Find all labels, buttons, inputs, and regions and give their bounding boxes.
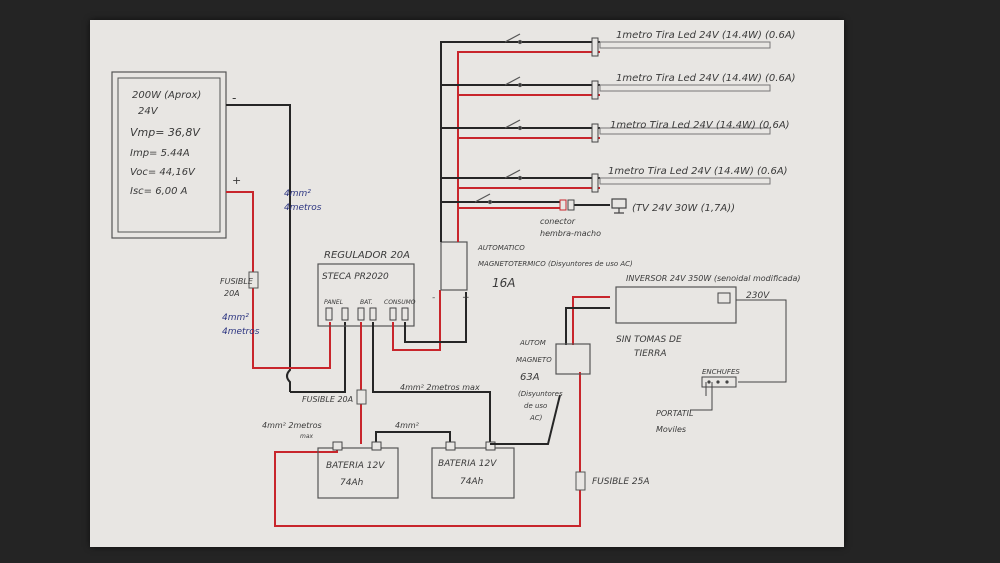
svg-text:-: - [432, 293, 435, 303]
battery-1-label: BATERIA 12V [326, 461, 385, 471]
battery-2-label: BATERIA 12V [438, 459, 497, 469]
regulator-title: REGULADOR 20A [324, 250, 410, 261]
svg-text:FUSIBLE 20A: FUSIBLE 20A [302, 395, 353, 404]
device-laptop: PORTATIL [656, 409, 693, 418]
fuse-wire-label: 4mm² 4metros [222, 313, 260, 337]
breaker16-label2: MAGNETOTERMICO (Disyuntores de uso AC) [478, 260, 633, 268]
charge-regulator: REGULADOR 20A STECA PR2020 PANEL BAT. CO… [317, 250, 416, 327]
breaker16-label1: AUTOMATICO [477, 244, 525, 252]
regulator-terminal-consumo: CONSUMO [384, 299, 416, 306]
panel-vmp: Vmp= 36,8V [130, 126, 201, 139]
svg-text:4mm² 2metros: 4mm² 2metros [262, 421, 322, 430]
battery-1: BATERIA 12V 74Ah [317, 441, 399, 499]
svg-text:AC): AC) [529, 414, 543, 422]
inverter-title: INVERSOR 24V 350W (senoidal modificada) [626, 274, 801, 283]
led-strip-2: 1metro Tira Led 24V (14.4W) (0.6A) [591, 73, 796, 100]
no-ground-line1: SIN TOMAS DE [616, 335, 682, 345]
svg-text:de uso: de uso [524, 402, 547, 410]
tv-load: (TV 24V 30W (1,7A)) conector hembra-mach… [540, 198, 735, 238]
svg-text:+: + [462, 293, 470, 303]
led-strip-3-label: 1metro Tira Led 24V (14.4W) (0.6A) [610, 120, 790, 131]
svg-text:max: max [300, 433, 314, 440]
led-strip-1-label: 1metro Tira Led 24V (14.4W) (0.6A) [616, 30, 796, 41]
svg-text:4metros: 4metros [284, 203, 322, 213]
breaker-16a: AUTOMATICO MAGNETOTERMICO (Disyuntores d… [432, 241, 633, 303]
panel-fuse: FUSIBLE 20A [220, 271, 259, 298]
wire-bridge-label: 4mm² [395, 421, 420, 430]
battery-fuse: FUSIBLE 20A [302, 389, 367, 405]
solar-panel: 200W (Aprox) 24V Vmp= 36,8V Imp= 5.44A V… [111, 71, 241, 239]
panel-imp: Imp= 5.44A [130, 148, 190, 159]
breaker-63a-wiring [490, 296, 610, 472]
panel-fuse-label: FUSIBLE [220, 277, 254, 286]
led-strip-4-label: 1metro Tira Led 24V (14.4W) (0.6A) [608, 166, 788, 177]
breaker63-label2: MAGNETO [516, 356, 552, 364]
panel-wire-label: 4mm² 4metros [284, 189, 322, 213]
panel-voltage: 24V [138, 106, 159, 117]
led-strip-2-label: 1metro Tira Led 24V (14.4W) (0.6A) [616, 73, 796, 84]
breaker-63a: AUTOM MAGNETO 63A (Disyuntores de uso AC… [516, 339, 591, 422]
battery-2: BATERIA 12V 74Ah [431, 441, 515, 499]
breaker16-rating: 16A [492, 276, 515, 290]
wire-bat-left-label: 4mm² 2metros max [262, 421, 322, 440]
led-strip-4: 1metro Tira Led 24V (14.4W) (0.6A) [591, 166, 788, 193]
main-fuse: FUSIBLE 25A [575, 471, 649, 491]
regulator-terminal-bat: BAT. [360, 299, 373, 306]
led-strip-3: 1metro Tira Led 24V (14.4W) (0.6A) [591, 120, 790, 143]
regulator-model: STECA PR2020 [322, 272, 389, 282]
breaker63-label1: AUTOM [519, 339, 546, 347]
battery-bank-wiring [274, 431, 581, 527]
inverter-output: 230V [746, 291, 770, 301]
connector-label1: conector [540, 217, 576, 226]
no-ground-line2: TIERRA [634, 349, 667, 359]
panel-title: 200W (Aprox) [132, 90, 201, 101]
ac-output-wiring [690, 299, 787, 411]
device-phones: Moviles [656, 425, 686, 434]
panel-minus: - [232, 91, 236, 105]
svg-text:4mm²: 4mm² [284, 189, 311, 199]
led-strip-1: 1metro Tira Led 24V (14.4W) (0.6A) [591, 30, 796, 57]
wire-reg-bat-label: 4mm² 2metros max [400, 383, 480, 392]
svg-text:(Disyuntores: (Disyuntores [518, 390, 563, 398]
outlets-label: ENCHUFES [702, 368, 740, 376]
panel-wires [226, 104, 346, 393]
tv-icon [611, 198, 627, 214]
battery-1-capacity: 74Ah [340, 478, 364, 488]
panel-voc: Voc= 44,16V [130, 167, 196, 178]
connector-label2: hembra-macho [540, 229, 601, 238]
load-bus [440, 41, 610, 242]
regulator-wires [360, 290, 491, 444]
svg-text:4mm²: 4mm² [222, 313, 249, 323]
battery-2-capacity: 74Ah [460, 477, 484, 487]
svg-text:4metros: 4metros [222, 327, 260, 337]
panel-fuse-rating: 20A [224, 289, 240, 298]
tv-label: (TV 24V 30W (1,7A)) [632, 203, 735, 214]
panel-isc: Isc= 6,00 A [130, 186, 188, 197]
power-outlets: ENCHUFES PORTATIL Moviles [656, 368, 740, 434]
panel-plus: + [232, 174, 241, 187]
inverter: INVERSOR 24V 350W (senoidal modificada) … [615, 274, 801, 359]
breaker63-rating: 63A [520, 372, 540, 383]
main-fuse-label: FUSIBLE 25A [592, 477, 649, 487]
regulator-terminal-panel: PANEL [324, 299, 343, 306]
load-switches [474, 33, 523, 205]
